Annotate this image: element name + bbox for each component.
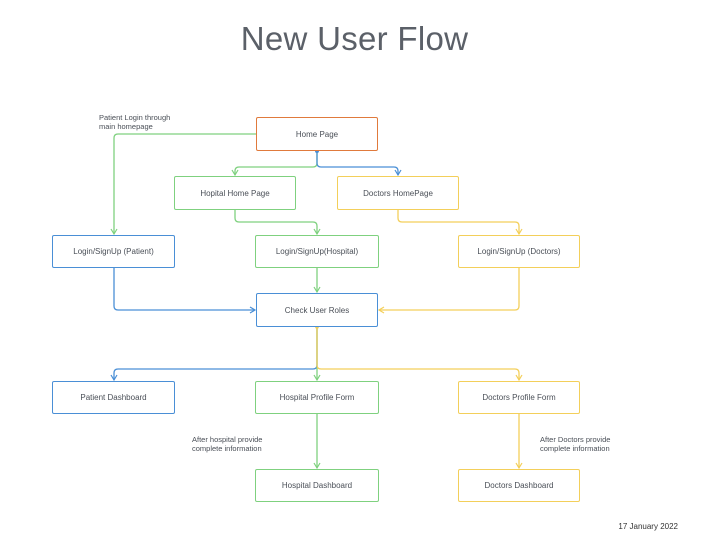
edge-doctors-home-to-login: [397, 210, 523, 236]
edge-check-to-doctors-profile: [316, 327, 523, 382]
edge-login-doctors-to-check: [377, 268, 520, 314]
node-hospital-home-page[interactable]: Hopital Home Page: [174, 176, 296, 210]
node-doctors-dashboard[interactable]: Doctors Dashboard: [458, 469, 580, 502]
node-patient-dashboard[interactable]: Patient Dashboard: [52, 381, 175, 414]
node-doctors-profile-form[interactable]: Doctors Profile Form: [458, 381, 580, 414]
node-login-doctors[interactable]: Login/SignUp (Doctors): [458, 235, 580, 268]
edge-hospital-home-to-login: [234, 210, 321, 236]
page-title: New User Flow: [240, 20, 469, 57]
edge-home-to-doctors-home: [316, 151, 402, 177]
node-hospital-dashboard[interactable]: Hospital Dashboard: [255, 469, 379, 502]
edge-home-to-login-patient: [110, 133, 256, 236]
edge-home-to-hospital-home: [231, 151, 318, 177]
node-hospital-profile-form[interactable]: Hospital Profile Form: [255, 381, 379, 414]
date-label: 17 January 2022: [618, 522, 678, 531]
node-login-patient[interactable]: Login/SignUp (Patient): [52, 235, 175, 268]
note-patient-login: Patient Login through main homepage: [99, 113, 171, 131]
node-doctors-home-page[interactable]: Doctors HomePage: [337, 176, 459, 210]
note-doctors-info: After Doctors provide complete informati…: [540, 435, 611, 453]
edge-check-to-patient-dashboard: [110, 327, 318, 382]
note-hospital-info: After hospital provide complete informat…: [192, 435, 263, 453]
node-login-hospital[interactable]: Login/SignUp(Hospital): [255, 235, 379, 268]
node-home-page[interactable]: Home Page: [256, 117, 378, 151]
edge-login-patient-to-check: [113, 268, 257, 314]
node-check-user-roles[interactable]: Check User Roles: [256, 293, 378, 327]
